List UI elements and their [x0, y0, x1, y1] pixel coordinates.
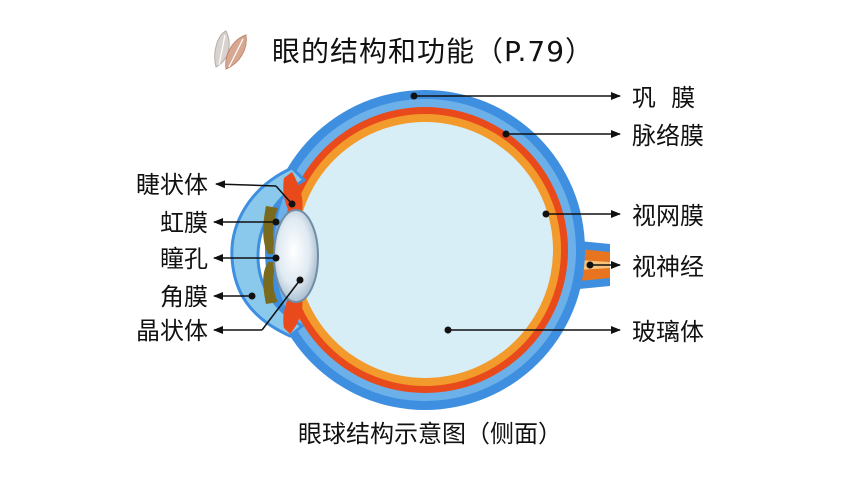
label-vitreous: 玻璃体: [632, 318, 704, 346]
label-iris: 虹膜: [160, 209, 208, 237]
label-choroid: 脉络膜: [632, 122, 704, 150]
lens-shape: [273, 209, 319, 303]
ciliary-shape-lower: [283, 294, 303, 334]
label-cornea: 角膜: [160, 283, 208, 311]
iris-shape: [263, 206, 278, 254]
label-ciliary-body: 睫状体: [136, 171, 208, 199]
label-retina: 视网膜: [632, 202, 704, 230]
iris-shape-lower: [263, 262, 278, 304]
label-lens: 晶状体: [136, 317, 208, 345]
leaf-icon: [214, 30, 247, 70]
label-pupil: 瞳孔: [160, 245, 208, 273]
label-sclera: 巩 膜: [632, 84, 695, 112]
page-title: 眼的结构和功能（P.79）: [272, 35, 595, 68]
vitreous-body: [297, 122, 553, 378]
leader-dots: [248, 92, 594, 334]
leader-lines: [213, 92, 621, 334]
title-bar: 眼的结构和功能（P.79）: [210, 28, 594, 72]
ciliary-shape: [283, 172, 303, 214]
label-optic-nerve: 视神经: [632, 253, 704, 281]
diagram-caption: 眼球结构示意图（侧面）: [298, 420, 562, 448]
